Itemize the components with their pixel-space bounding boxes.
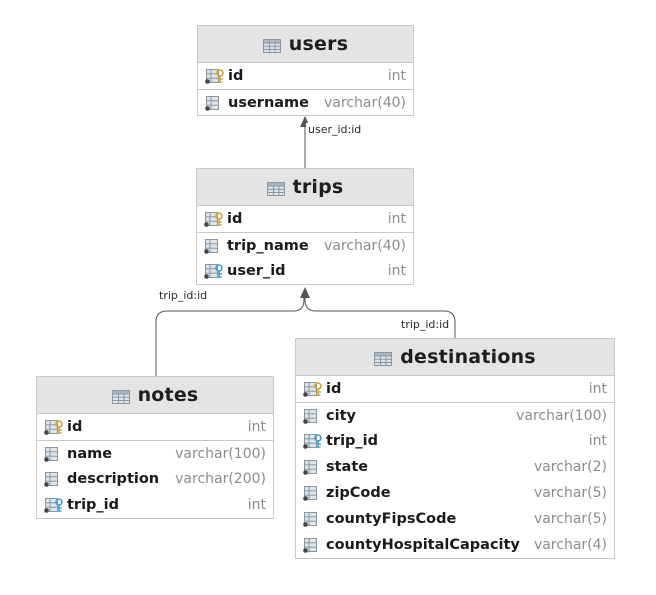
table-icon bbox=[374, 351, 393, 366]
edge-destinations-trips bbox=[304, 296, 456, 338]
column-row-id[interactable]: id int bbox=[198, 63, 413, 89]
column-icon bbox=[44, 446, 65, 462]
column-row-id[interactable]: id int bbox=[296, 376, 614, 402]
table-header-notes[interactable]: notes bbox=[37, 377, 273, 414]
column-name: id bbox=[228, 68, 244, 84]
table-title-users: users bbox=[288, 33, 349, 55]
column-icon bbox=[44, 471, 65, 487]
foreign-key-icon bbox=[44, 497, 65, 513]
column-name: user_id bbox=[227, 263, 286, 279]
column-type: varchar(40) bbox=[324, 237, 406, 254]
table-title-notes: notes bbox=[137, 384, 199, 406]
primary-key-icon bbox=[205, 68, 226, 84]
table-header-trips[interactable]: trips bbox=[197, 169, 413, 206]
column-name: trip_name bbox=[227, 237, 309, 254]
table-destinations[interactable]: destinations id int city varchar(100) trip_i… bbox=[295, 338, 615, 559]
column-row-trip_id[interactable]: trip_id int bbox=[37, 492, 273, 518]
column-name: countyFipsCode bbox=[326, 511, 457, 527]
relation-label-trips-users: user_id:id bbox=[306, 123, 364, 136]
column-name: id bbox=[326, 381, 342, 397]
table-icon bbox=[111, 389, 130, 404]
table-title-destinations: destinations bbox=[400, 346, 536, 368]
column-row-zipCode[interactable]: zipCode varchar(5) bbox=[296, 480, 614, 506]
column-list: id int city varchar(100) trip_id int state varc… bbox=[296, 376, 614, 558]
column-list: id int username varchar(40) bbox=[198, 63, 413, 115]
column-type: int bbox=[247, 497, 266, 513]
column-row-city[interactable]: city varchar(100) bbox=[296, 402, 614, 428]
column-row-trip_id[interactable]: trip_id int bbox=[296, 428, 614, 454]
column-icon bbox=[303, 459, 324, 475]
table-icon bbox=[266, 181, 285, 196]
primary-key-icon bbox=[204, 211, 225, 227]
table-users[interactable]: users id int username varchar(40) bbox=[197, 25, 414, 116]
table-trips[interactable]: trips id int trip_name varchar(40) user_id in… bbox=[196, 168, 414, 285]
table-title-trips: trips bbox=[292, 176, 344, 198]
column-row-id[interactable]: id int bbox=[197, 206, 413, 232]
column-type: int bbox=[387, 68, 406, 84]
relation-label-notes-trips: trip_id:id bbox=[157, 289, 210, 302]
column-icon bbox=[303, 485, 324, 501]
column-row-description[interactable]: description varchar(200) bbox=[37, 466, 273, 492]
foreign-key-icon bbox=[204, 263, 225, 279]
column-name: name bbox=[67, 445, 113, 462]
column-name: trip_id bbox=[326, 433, 379, 449]
column-name: id bbox=[227, 211, 243, 227]
column-type: int bbox=[387, 211, 406, 227]
column-icon bbox=[205, 95, 226, 111]
column-type: varchar(4) bbox=[533, 537, 607, 553]
column-name: city bbox=[326, 407, 356, 424]
column-type: varchar(40) bbox=[324, 94, 406, 111]
column-name: id bbox=[67, 419, 83, 435]
primary-key-icon bbox=[303, 381, 324, 397]
column-name: username bbox=[228, 94, 309, 111]
foreign-key-icon bbox=[303, 433, 324, 449]
column-type: varchar(200) bbox=[175, 471, 266, 487]
column-type: int bbox=[387, 263, 406, 279]
column-row-user_id[interactable]: user_id int bbox=[197, 258, 413, 284]
column-type: int bbox=[588, 433, 607, 449]
column-type: int bbox=[588, 381, 607, 397]
edge-notes-trips bbox=[155, 296, 305, 376]
column-icon bbox=[303, 537, 324, 553]
column-row-username[interactable]: username varchar(40) bbox=[198, 89, 413, 115]
column-row-trip_name[interactable]: trip_name varchar(40) bbox=[197, 232, 413, 258]
column-type: int bbox=[247, 419, 266, 435]
primary-key-icon bbox=[44, 419, 65, 435]
column-type: varchar(5) bbox=[533, 485, 607, 501]
column-type: varchar(5) bbox=[533, 511, 607, 527]
column-name: zipCode bbox=[326, 485, 391, 501]
column-list: id int trip_name varchar(40) user_id int bbox=[197, 206, 413, 284]
column-name: countyHospitalCapacity bbox=[326, 537, 520, 553]
table-icon bbox=[262, 38, 281, 53]
column-row-id[interactable]: id int bbox=[37, 414, 273, 440]
arrowhead-trips bbox=[300, 287, 310, 298]
table-header-destinations[interactable]: destinations bbox=[296, 339, 614, 376]
column-row-countyFipsCode[interactable]: countyFipsCode varchar(5) bbox=[296, 506, 614, 532]
column-icon bbox=[204, 238, 225, 254]
column-name: state bbox=[326, 459, 369, 475]
table-notes[interactable]: notes id int name varchar(100) description va… bbox=[36, 376, 274, 519]
column-row-name[interactable]: name varchar(100) bbox=[37, 440, 273, 466]
column-name: description bbox=[67, 471, 160, 487]
column-icon bbox=[303, 408, 324, 424]
column-list: id int name varchar(100) description varchar(… bbox=[37, 414, 273, 518]
column-row-countyHospitalCapacity[interactable]: countyHospitalCapacity varchar(4) bbox=[296, 532, 614, 558]
column-row-state[interactable]: state varchar(2) bbox=[296, 454, 614, 480]
column-type: varchar(2) bbox=[533, 459, 607, 475]
column-type: varchar(100) bbox=[175, 445, 266, 462]
column-icon bbox=[303, 511, 324, 527]
table-header-users[interactable]: users bbox=[198, 26, 413, 63]
relation-label-destinations-trips: trip_id:id bbox=[399, 318, 452, 331]
column-name: trip_id bbox=[67, 497, 120, 513]
column-type: varchar(100) bbox=[516, 407, 607, 424]
